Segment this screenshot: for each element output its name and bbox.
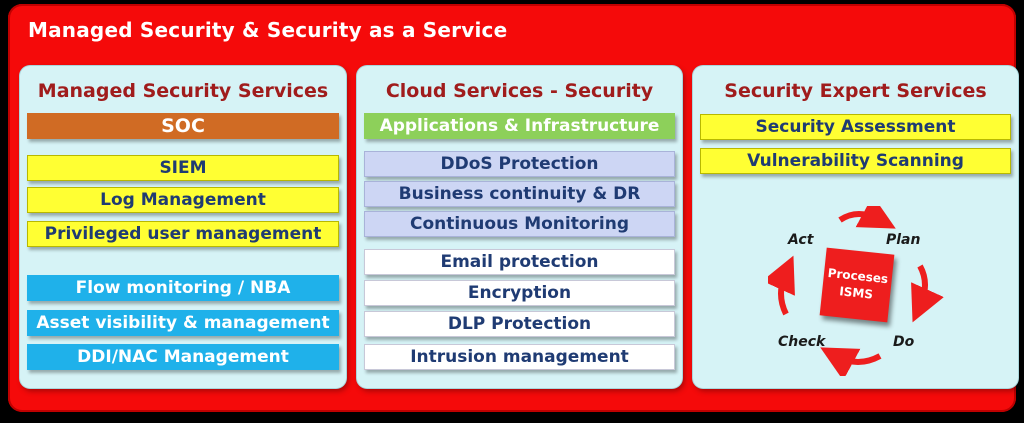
main-title: Managed Security & Security as a Service bbox=[28, 18, 508, 42]
arrow-top bbox=[838, 206, 896, 229]
outer-frame: Managed Security & Security as a Service… bbox=[8, 4, 1018, 412]
item-continuous-monitoring: Continuous Monitoring bbox=[364, 211, 675, 237]
item-asset-visibility: Asset visibility & management bbox=[27, 310, 339, 336]
item-business-continuity: Business continuity & DR bbox=[364, 181, 675, 207]
panel-title-expert: Security Expert Services bbox=[724, 80, 987, 102]
panel-title-managed: Managed Security Services bbox=[37, 80, 329, 102]
item-applications-infrastructure: Applications & Infrastructure bbox=[364, 113, 675, 139]
cycle-label-do: Do bbox=[893, 334, 915, 350]
item-email-protection: Email protection bbox=[364, 249, 675, 275]
item-intrusion-management: Intrusion management bbox=[364, 344, 675, 370]
item-ddi-nac: DDI/NAC Management bbox=[27, 344, 339, 370]
item-siem: SIEM bbox=[27, 155, 339, 181]
isms-line2: ISMS bbox=[838, 284, 874, 302]
arrow-right bbox=[911, 264, 944, 323]
cycle-arrows bbox=[768, 206, 944, 376]
panel-managed-security: Managed Security Services SOC SIEM Log M… bbox=[20, 66, 346, 388]
cycle-label-plan: Plan bbox=[886, 232, 921, 248]
item-security-assessment: Security Assessment bbox=[700, 114, 1011, 140]
panel-security-expert: Security Expert Services Security Assess… bbox=[693, 66, 1018, 388]
arrow-left bbox=[768, 255, 795, 316]
panel-title-cloud: Cloud Services - Security bbox=[385, 80, 654, 102]
item-encryption: Encryption bbox=[364, 280, 675, 306]
isms-center-box: Proceses ISMS bbox=[819, 247, 895, 323]
item-dlp-protection: DLP Protection bbox=[364, 311, 675, 337]
arrow-bottom bbox=[820, 347, 882, 376]
item-vulnerability-scanning: Vulnerability Scanning bbox=[700, 148, 1011, 174]
item-ddos-protection: DDoS Protection bbox=[364, 151, 675, 177]
cycle-label-check: Check bbox=[778, 334, 826, 350]
item-soc: SOC bbox=[27, 113, 339, 139]
item-log-management: Log Management bbox=[27, 187, 339, 213]
item-privileged-user-management: Privileged user management bbox=[27, 221, 339, 247]
item-flow-monitoring: Flow monitoring / NBA bbox=[27, 275, 339, 301]
panel-cloud-security: Cloud Services - Security Applications &… bbox=[357, 66, 682, 388]
cycle-label-act: Act bbox=[788, 232, 814, 248]
pdca-cycle: Proceses ISMS Act Plan Check Do bbox=[768, 206, 948, 376]
